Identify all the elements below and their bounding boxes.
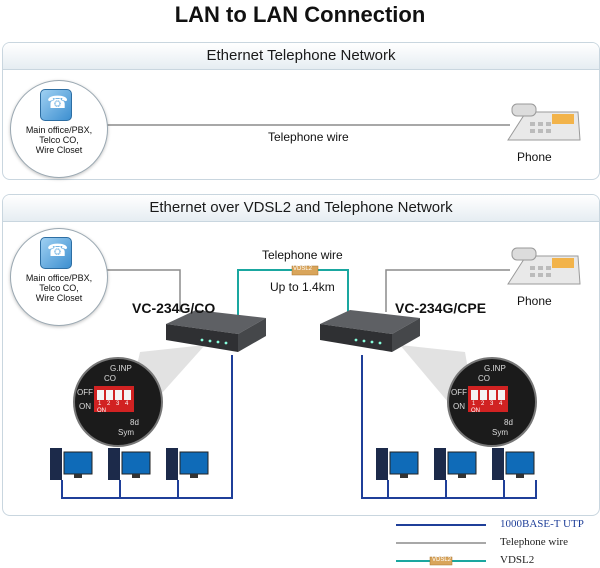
dip-num4-right: 4 [499,401,503,407]
dip-switch-left [73,357,163,447]
phone-icon-bottom [507,247,581,285]
dip-co-right: CO [478,374,490,383]
dip-num3-left: 3 [116,401,120,407]
office-label-bottom: Main office/PBX, Telco CO, Wire Closet [25,273,93,303]
phone-icon-top [507,103,581,141]
dip-onsmall-right: ON [471,408,480,414]
dip-ginp-left: G.INP [110,364,132,373]
dip-8d-left: 8d [130,418,139,427]
dip-onsmall-left: ON [97,408,106,414]
phone-label-top: Phone [517,150,552,164]
dip-num3-right: 3 [490,401,494,407]
top-panel-heading: Ethernet Telephone Network [3,43,599,70]
pbx-icon [40,89,72,121]
dip-sym-right: Sym [492,428,508,437]
top-panel: Ethernet Telephone Network [2,42,600,180]
wire-label-top: Telephone wire [268,130,349,144]
telephone-wire-right [385,269,510,312]
utp-left [61,355,233,499]
vdsl2-line [237,269,349,322]
dip-num1-right: 1 [472,401,476,407]
vdsl2-tag: VDSL2 [293,266,313,272]
legend-phone-label: Telephone wire [500,536,568,548]
vdsl2-tag-box [291,265,319,276]
dip-switch-right [447,357,537,447]
distance-label: Up to 1.4km [270,280,335,294]
device-label-cpe: VC-234G/CPE [395,300,487,316]
dip-8d-right: 8d [504,418,513,427]
pbx-icon [40,237,72,269]
dip-off-left: OFF [77,388,93,397]
dip-num2-left: 2 [107,401,111,407]
wire-label-bottom: Telephone wire [262,248,343,262]
dip-num1-left: 1 [98,401,102,407]
bottom-panel-heading: Ethernet over VDSL2 and Telephone Networ… [3,195,599,222]
dip-co-left: CO [104,374,116,383]
legend-utp-label: 1000BASE-T UTP [500,518,584,530]
dip-sym-left: Sym [118,428,134,437]
dip-off-right: OFF [451,388,467,397]
device-label-co: VC-234G/CO [132,300,216,316]
legend-vdsl-label: VDSL2 [500,554,535,566]
dip-ginp-right: G.INP [484,364,506,373]
dip-num2-right: 2 [481,401,485,407]
page-title: LAN to LAN Connection [174,2,426,27]
dip-num4-left: 4 [125,401,129,407]
dip-on-right: ON [453,402,465,411]
pc-group-right [376,448,535,480]
office-label-top: Main office/PBX, Telco CO, Wire Closet [25,125,93,155]
pc-group-left [50,448,209,480]
utp-right [361,355,537,499]
device-cpe [320,310,420,352]
dip-on-left: ON [79,402,91,411]
device-co [166,310,266,352]
office-circle-top: Main office/PBX, Telco CO, Wire Closet [10,80,108,178]
office-circle-bottom: Main office/PBX, Telco CO, Wire Closet [10,228,108,326]
phone-label-bottom: Phone [517,294,552,308]
telephone-wire-left [104,269,181,312]
legend-vdsl-tag: VDSL2 [432,557,452,563]
